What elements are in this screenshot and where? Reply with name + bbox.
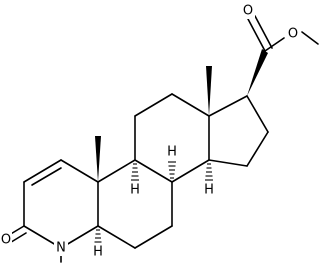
bond-o-methyl [301,31,319,45]
bond-c12-c13 [171,93,210,117]
bond-c2-c1 [23,159,62,183]
o-methoxy-label: O [288,27,298,42]
bond-c16-c15 [246,131,269,167]
bond-c20-o-carbonyl-double [254,15,273,49]
ring-n-bg [54,240,68,256]
bond-c20-o-carbonyl [247,18,266,52]
o-carbonyl-label: O [243,4,253,19]
bond-c15-c14 [208,159,248,167]
bond-c10-c9 [97,159,136,183]
o-methoxy-bg [286,26,300,42]
hash-c9-h [131,163,139,181]
ring-n-label: N [56,241,66,256]
bond-c11-c12 [134,93,173,117]
ketone-o-label: O [1,233,11,248]
h-c8-label: H [167,145,177,160]
o-carbonyl-bg [241,3,255,19]
ring-d-bonds [208,95,269,167]
hash-c8-h [168,161,176,179]
bond-c17-c16 [246,95,269,133]
bond-c9-c8 [134,159,173,183]
bond-c20-o-methoxy [264,37,285,52]
bond-c13-c17 [208,95,248,117]
ester-bonds [247,15,319,52]
c17-ester-wedge [247,49,268,96]
hash-c14-h [205,163,213,181]
c18-methyl-wedge [206,66,212,116]
h-c5-label: H [93,245,103,260]
h-c9-label: H [130,183,140,198]
bond-c1-c2-double [31,167,62,186]
ring-a-bonds [23,159,99,249]
bond-c1-c10 [60,159,99,183]
c19-methyl-wedge [95,136,101,182]
bond-c14-c8 [171,159,210,183]
bond-c6-c5 [97,225,136,249]
ring-b-bonds [97,159,173,249]
hash-c5-h [94,229,102,243]
ketone-o-bg [0,232,12,248]
ring-c-bonds [134,93,210,183]
h-c14-label: H [204,183,214,198]
bond-c7-c6 [134,225,173,249]
